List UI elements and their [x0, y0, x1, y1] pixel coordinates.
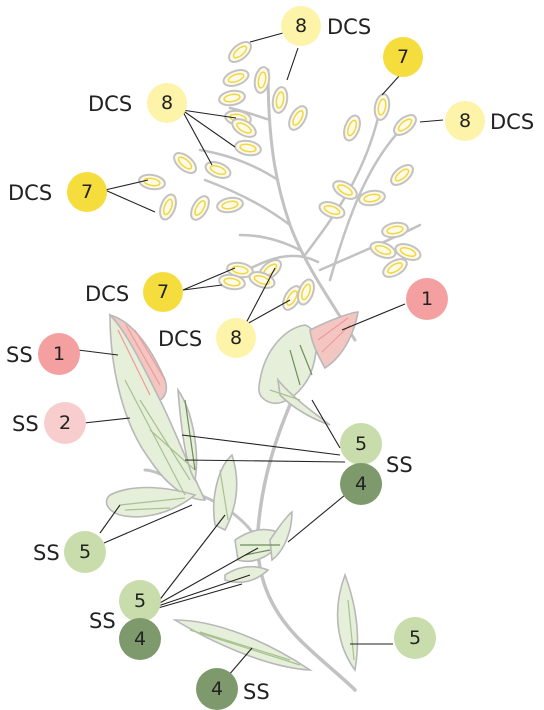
stage-number: 5 [355, 433, 367, 455]
spikelet [297, 278, 315, 306]
label-ss-5-low: SS 5 [89, 580, 161, 633]
stage-7-circle [67, 172, 107, 212]
spikelet [369, 241, 397, 259]
spikelet [393, 114, 417, 136]
spikelet [253, 66, 271, 94]
dcs-tag: DCS [8, 181, 52, 205]
stage-5-circle [340, 423, 382, 465]
leaves [105, 311, 359, 672]
ss-tag: SS [33, 541, 60, 565]
stage-5-circle [64, 531, 106, 573]
dcs-tag: DCS [85, 282, 129, 306]
label-ss-4-mid: 4 SS [340, 453, 413, 505]
spikelet [318, 201, 346, 219]
ss-tag: SS [243, 680, 270, 704]
spikelet [282, 285, 302, 311]
spikelet [394, 243, 422, 261]
stage-8-circle [281, 6, 321, 46]
stage-4-circle [119, 618, 161, 660]
spikelet [381, 221, 409, 239]
stage-number: 8 [459, 110, 471, 132]
label-dcs-8-left: DCS 8 [88, 83, 187, 123]
spikelet [218, 89, 246, 107]
spikelet [159, 193, 177, 221]
stage-number: 1 [53, 343, 65, 365]
spikelet [382, 258, 408, 278]
stage-7-circle [143, 272, 183, 312]
stage-number: 5 [409, 627, 421, 649]
label-dcs-7-mid: DCS 7 [85, 272, 183, 312]
stage-5-circle [394, 617, 436, 659]
spikelets [138, 41, 422, 311]
spikelet [222, 69, 250, 87]
spikelet [231, 118, 257, 138]
stage-7-circle [383, 37, 423, 77]
dcs-tag: DCS [88, 92, 132, 116]
stage-1-circle [38, 333, 80, 375]
label-ss-5-left: SS 5 [33, 531, 106, 573]
label-stage-1-right: 1 [406, 278, 448, 320]
spikelet [288, 105, 308, 131]
spikelet [216, 196, 244, 214]
dcs-tag: DCS [158, 327, 202, 351]
label-ss-4-bottom: 4 SS [196, 668, 270, 710]
stage-number: 7 [157, 281, 169, 303]
stage-number: 5 [134, 590, 146, 612]
spikelet [190, 195, 210, 221]
stage-8-circle [216, 318, 256, 358]
leader-lines [77, 32, 444, 677]
ss-tag: SS [386, 453, 413, 477]
label-dcs-8-right: 8 DCS [445, 101, 534, 141]
spikelet [204, 161, 232, 179]
stage-4-circle [196, 668, 238, 710]
stage-1-circle [406, 278, 448, 320]
stage-number: 4 [134, 628, 146, 650]
label-dcs-7-top: 7 [383, 37, 423, 77]
dcs-tag: DCS [490, 110, 534, 134]
spikelet [358, 189, 386, 207]
spikelet [271, 86, 289, 114]
stage-labels: 8 DCS 7 8 DCS DCS 8 DCS 7 DCS [6, 6, 534, 710]
ss-tag: SS [12, 412, 39, 436]
label-dcs-7-left: DCS 7 [8, 172, 107, 212]
stage-number: 5 [79, 541, 91, 563]
stage-2-circle [44, 402, 86, 444]
dcs-tag: DCS [327, 15, 371, 39]
stage-number: 7 [397, 46, 409, 68]
ss-tag: SS [89, 609, 116, 633]
stage-5-circle [119, 580, 161, 622]
stage-number: 1 [421, 288, 433, 310]
stage-number: 4 [211, 678, 223, 700]
label-ss-4-low: 4 [119, 618, 161, 660]
ss-tag: SS [6, 343, 33, 367]
stage-8-circle [445, 101, 485, 141]
spikelet [248, 271, 276, 289]
label-dcs-8-mid: DCS 8 [158, 318, 256, 358]
label-ss-5-mid: 5 [340, 423, 382, 465]
spikelet [173, 152, 197, 174]
spikelet [373, 93, 391, 121]
stage-number: 8 [230, 327, 242, 349]
label-ss-1: SS 1 [6, 333, 80, 375]
stage-number: 4 [355, 473, 367, 495]
label-ss-2: SS 2 [12, 402, 86, 444]
spikelet [138, 173, 166, 191]
stage-number: 2 [59, 412, 71, 434]
spikelet [234, 139, 262, 157]
label-stage-5-right: 5 [394, 617, 436, 659]
stage-8-circle [147, 83, 187, 123]
spikelet [332, 180, 358, 200]
spikelet [390, 164, 414, 186]
stage-number: 8 [295, 15, 307, 37]
stage-number: 8 [161, 92, 173, 114]
label-dcs-8-top: 8 DCS [281, 6, 371, 46]
stage-4-circle [340, 463, 382, 505]
spikelet [218, 273, 246, 291]
stage-number: 7 [81, 181, 93, 203]
spikelet [228, 41, 252, 63]
spikelet [343, 114, 361, 142]
